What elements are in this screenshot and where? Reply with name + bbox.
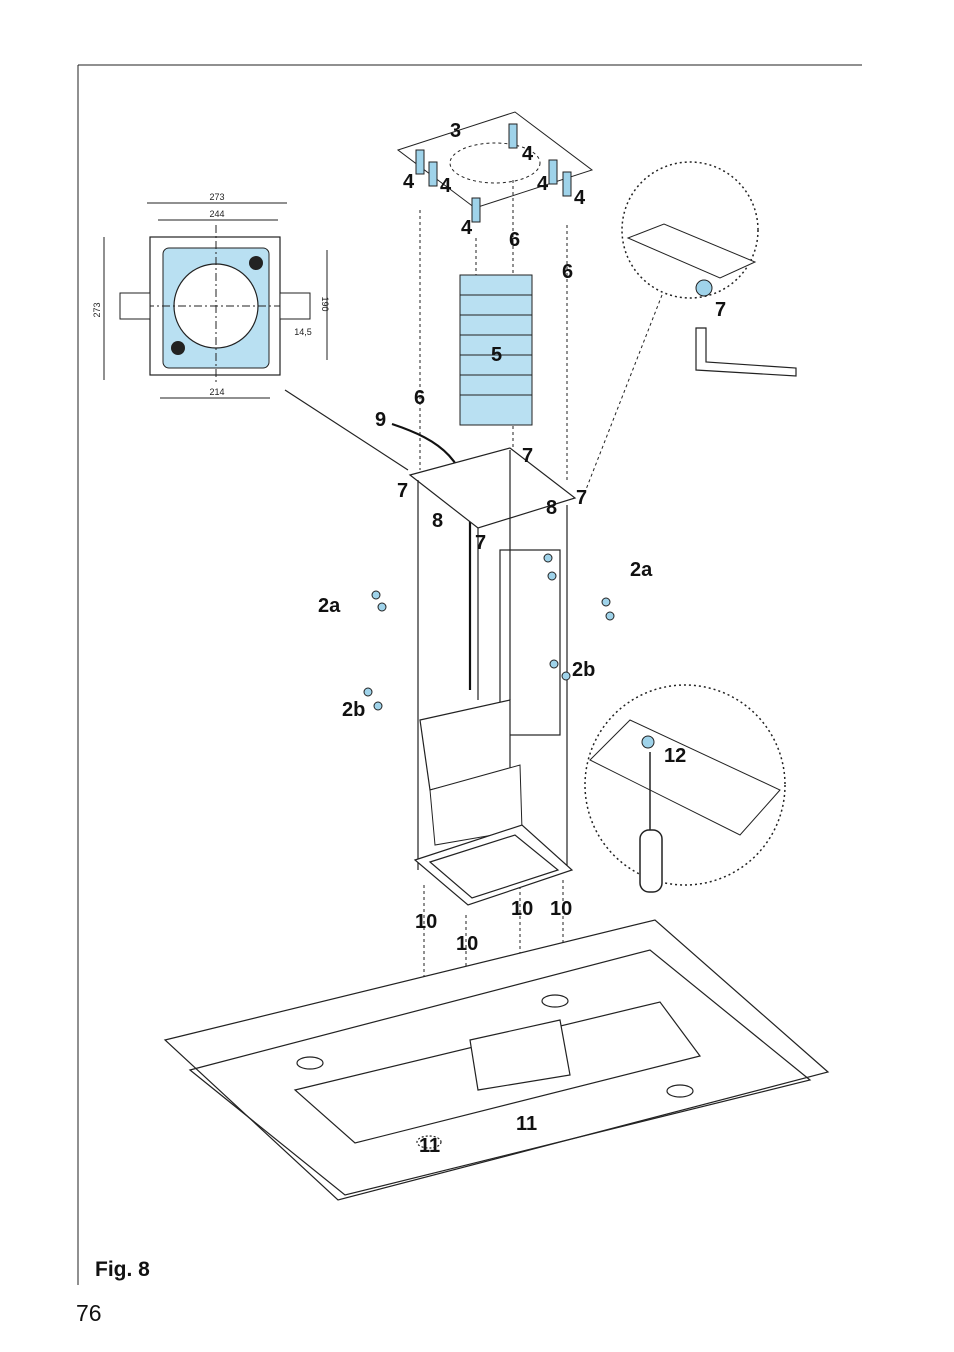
- callout-7c: 7: [576, 487, 587, 509]
- wall-plugs: [415, 123, 572, 223]
- figure-caption: Fig. 8: [95, 1258, 150, 1281]
- callout-8a: 8: [432, 510, 443, 532]
- dim-273-side: 273: [92, 302, 102, 317]
- callout-10b: 10: [511, 898, 533, 920]
- callout-7e: 7: [715, 299, 726, 321]
- callout-7a: 7: [522, 445, 533, 467]
- dim-244: 244: [209, 209, 224, 219]
- callout-6b: 6: [562, 261, 573, 283]
- callout-2b-left: 2b: [342, 699, 365, 721]
- hood-canopy: [163, 919, 830, 1201]
- dim-273-top: 273: [209, 192, 224, 202]
- callout-4a: 4: [403, 171, 415, 193]
- callout-4b: 4: [440, 175, 452, 197]
- callouts: 3 4 4 4 4 4 4 6 6 6 5 9 7 7 7 7 7 8 8 2a…: [318, 120, 726, 1157]
- page-number: 76: [76, 1300, 102, 1326]
- dim-190: 190: [320, 296, 330, 311]
- flexible-duct: [459, 274, 533, 426]
- callout-4f: 4: [461, 217, 473, 239]
- detail-circle-top: [584, 161, 759, 493]
- callout-5: 5: [491, 344, 502, 366]
- callout-4e: 4: [574, 187, 586, 209]
- callout-2a-right: 2a: [630, 559, 653, 581]
- screws: [363, 553, 615, 711]
- dim-14-5: 14,5: [294, 327, 312, 337]
- callout-8b: 8: [546, 497, 557, 519]
- callout-12: 12: [664, 745, 686, 767]
- callout-10c: 10: [550, 898, 572, 920]
- callout-10a: 10: [415, 911, 437, 933]
- callout-2b-right: 2b: [572, 659, 595, 681]
- callout-11a: 11: [419, 1135, 440, 1157]
- callout-4c: 4: [522, 143, 534, 165]
- detail-circle-bottom: [584, 684, 786, 893]
- callout-3: 3: [450, 120, 461, 142]
- callout-4d: 4: [537, 173, 549, 195]
- callout-10d: 10: [456, 933, 478, 955]
- template-arrow: [284, 389, 409, 471]
- callout-7d: 7: [475, 532, 486, 554]
- callout-11b: 11: [516, 1113, 537, 1135]
- callout-9: 9: [375, 409, 386, 431]
- callout-6a: 6: [509, 229, 520, 251]
- dim-214: 214: [209, 387, 224, 397]
- callout-6c: 6: [414, 387, 425, 409]
- support-frame: [408, 447, 577, 870]
- ceiling-plate: [396, 111, 594, 209]
- callout-7b: 7: [397, 480, 408, 502]
- mounting-template: 273 244 273 190 14,5 214: [92, 192, 330, 399]
- allen-key: [695, 327, 797, 377]
- mounting-tray: [413, 824, 574, 906]
- callout-2a-left: 2a: [318, 595, 341, 617]
